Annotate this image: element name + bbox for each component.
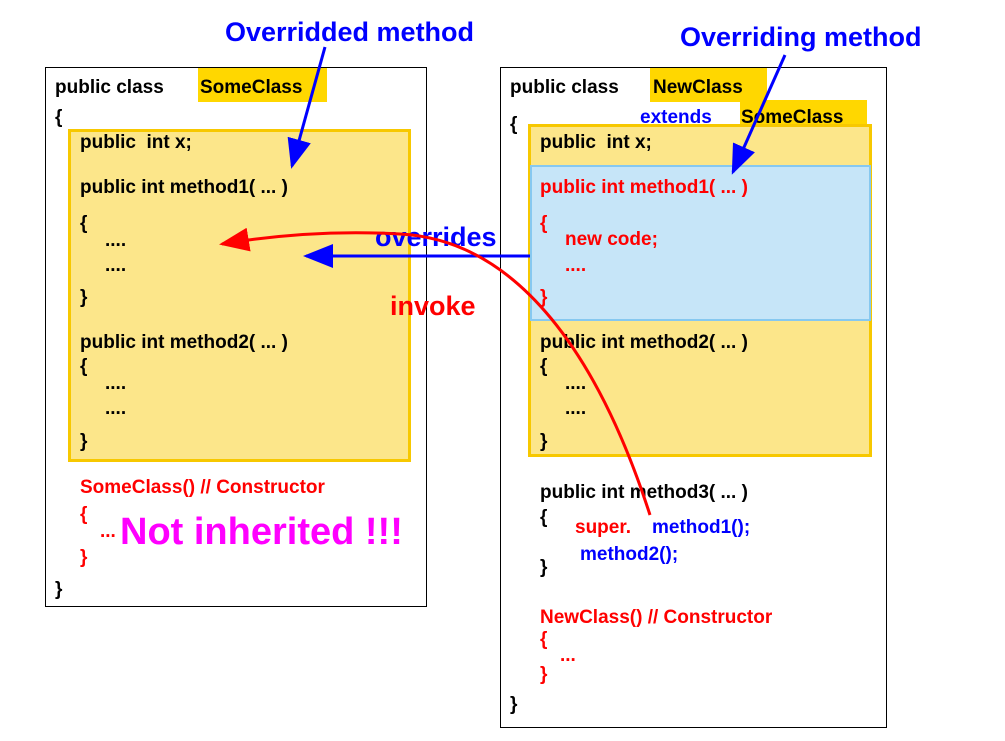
overriding-pointer-arrow: [731, 54, 787, 175]
left-close-brace: }: [55, 579, 63, 600]
right-method3-close: }: [540, 557, 548, 578]
right-constructor-open: {: [540, 629, 548, 650]
method1-call: method1();: [652, 517, 751, 538]
right-class-name: NewClass: [653, 77, 743, 98]
right-method3-open: {: [540, 507, 548, 528]
right-method1-open: {: [540, 213, 548, 234]
left-method1-close: }: [80, 287, 88, 308]
overriding-method-label: Overriding method: [680, 22, 922, 52]
right-close-brace: }: [510, 694, 518, 715]
left-constructor-body: ...: [100, 521, 116, 542]
left-open-brace: {: [55, 107, 63, 128]
left-constructor: SomeClass() // Constructor: [80, 477, 325, 498]
left-class-decl: public class: [55, 77, 164, 98]
right-constructor: NewClass() // Constructor: [540, 607, 773, 628]
overriding-method-region: [530, 165, 871, 321]
super-keyword: super.: [575, 517, 631, 538]
right-constructor-body: ...: [560, 645, 576, 666]
left-method1-open: {: [80, 213, 88, 234]
right-method2-body1: ....: [565, 373, 587, 394]
super-class-name: SomeClass: [741, 107, 844, 128]
right-method2: public int method2( ... ): [540, 332, 748, 353]
left-method1: public int method1( ... ): [80, 177, 288, 198]
right-method1-body2: ....: [565, 255, 587, 276]
left-method2-open: {: [80, 356, 88, 377]
right-constructor-close: }: [540, 664, 548, 685]
right-method1-close: }: [540, 287, 548, 308]
newclass-name-highlight: [650, 68, 767, 102]
not-inherited-label: Not inherited !!!: [120, 511, 403, 553]
left-method1-body2: ....: [105, 255, 127, 276]
left-method2-body2: ....: [105, 398, 127, 419]
left-constructor-open: {: [80, 504, 88, 525]
right-field: public int x;: [540, 132, 652, 153]
overridded-method-label: Overridded method: [225, 17, 475, 47]
left-constructor-close: }: [80, 547, 88, 568]
inherited-members-left: [68, 129, 411, 462]
left-field: public int x;: [80, 132, 192, 153]
right-method3: public int method3( ... ): [540, 482, 748, 503]
left-method2: public int method2( ... ): [80, 332, 288, 353]
right-class-decl: public class: [510, 77, 619, 98]
left-method2-close: }: [80, 431, 88, 452]
right-method1-body1: new code;: [565, 229, 658, 250]
someclass-name-highlight: [198, 68, 327, 102]
right-method2-body2: ....: [565, 398, 587, 419]
left-class-name: SomeClass: [200, 77, 303, 98]
right-method1: public int method1( ... ): [540, 177, 748, 198]
invoke-label: invoke: [390, 291, 476, 321]
invoke-arrow: [219, 227, 652, 516]
overrides-label: overrides: [375, 222, 497, 252]
right-method2-open: {: [540, 356, 548, 377]
right-method2-close: }: [540, 431, 548, 452]
method2-call: method2();: [580, 544, 679, 565]
left-method2-body1: ....: [105, 373, 127, 394]
right-open-brace: {: [510, 114, 518, 135]
left-method1-body1: ....: [105, 230, 127, 251]
overridded-pointer-arrow: [287, 46, 327, 169]
extends-keyword: extends: [640, 107, 712, 128]
